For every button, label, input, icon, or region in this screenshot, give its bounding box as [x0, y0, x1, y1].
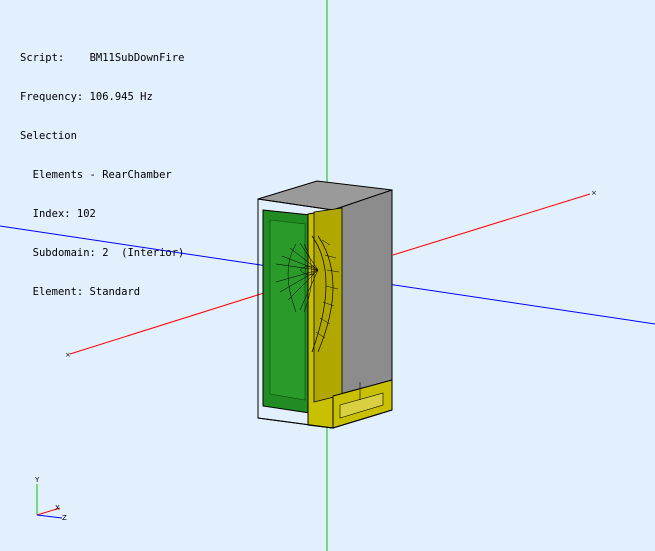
script-line: Script: BM11SubDownFire: [20, 52, 184, 65]
x-axis-line-right: [392, 193, 591, 256]
info-overlay: Script: BM11SubDownFire Frequency: 106.9…: [20, 26, 184, 325]
front-panel-inner: [269, 219, 306, 401]
selection-heading: Selection: [20, 130, 77, 142]
x-axis-start-marker: ×: [65, 351, 71, 359]
x-axis-end-marker: ×: [591, 189, 597, 197]
script-value: BM11SubDownFire: [89, 52, 185, 64]
frequency-value: 106.945 Hz: [89, 91, 153, 103]
selection-index: Index: 102: [32, 208, 96, 220]
driver-panel-slat: [313, 207, 343, 403]
enclosure-model[interactable]: [257, 180, 393, 429]
triad-y-label: Y: [34, 476, 40, 484]
frequency-line: Frequency: 106.945 Hz: [20, 91, 184, 104]
axis-triad: Y X Z: [34, 476, 67, 522]
frequency-label: Frequency:: [20, 91, 84, 103]
script-label: Script:: [20, 52, 65, 64]
triad-z-label: Z: [62, 514, 67, 522]
selection-subdomain: Subdomain: 2 (Interior): [32, 247, 185, 259]
selection-elements: Elements - RearChamber: [32, 169, 172, 181]
port-inner: [339, 392, 384, 419]
box-bottom-edge: [332, 409, 393, 429]
triad-x-label: X: [55, 504, 60, 512]
selection-element: Element: Standard: [32, 286, 141, 298]
box-back-edge: [257, 417, 334, 429]
driver-cone: [275, 235, 340, 353]
